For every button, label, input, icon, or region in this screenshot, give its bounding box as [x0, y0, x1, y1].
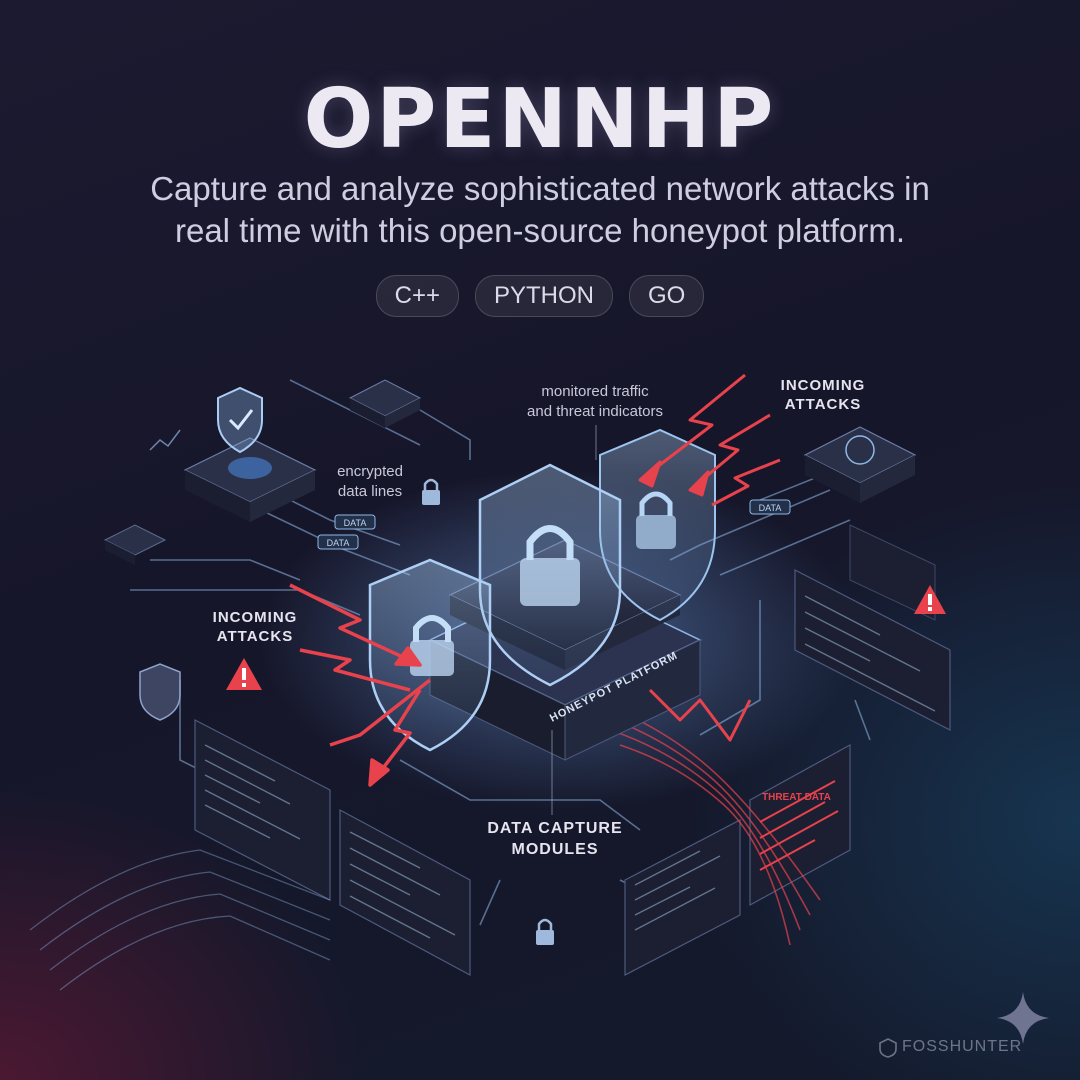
lock-icon-small-top — [422, 478, 440, 505]
tag-go: GO — [629, 275, 705, 317]
label-incoming-attacks-left: INCOMING ATTACKS — [185, 608, 325, 646]
tag-cpp: C++ — [375, 275, 459, 317]
label-incoming-right-line-2: ATTACKS — [784, 396, 862, 413]
label-encrypted-data-lines: encrypted data lines — [300, 462, 440, 502]
shield-check-icon — [217, 386, 263, 454]
label-capture-line-2: MODULES — [511, 841, 599, 858]
label-data-capture-modules: DATA CAPTURE MODULES — [470, 818, 640, 860]
data-chip-1: DATA — [334, 514, 376, 530]
label-monitored-line-2: and threat indicators — [527, 403, 663, 420]
server-node-right — [803, 426, 917, 503]
language-tags: C++ PYTHON GO — [0, 275, 1080, 317]
label-encrypted-line-1: encrypted — [337, 463, 403, 480]
page-title: OPENNHP — [303, 72, 777, 167]
label-incoming-left-line-1: INCOMING — [212, 609, 298, 626]
chart-icon — [149, 429, 181, 451]
label-incoming-left-line-2: ATTACKS — [216, 628, 294, 645]
server-node-left — [183, 437, 317, 522]
server-node-small-left — [103, 524, 167, 565]
server-node-top — [348, 379, 422, 428]
label-encrypted-line-2: data lines — [337, 483, 403, 500]
subtitle-line-2: real time with this open-source honeypot… — [174, 212, 906, 249]
data-chip-2: DATA — [317, 534, 359, 550]
label-capture-line-1: DATA CAPTURE — [487, 820, 623, 837]
subtitle-line-1: Capture and analyze sophisticated networ… — [150, 170, 930, 207]
data-chip-2-label: DATA — [327, 538, 350, 548]
label-incoming-right-line-1: INCOMING — [780, 377, 866, 394]
data-stream-red — [589, 699, 821, 946]
page-subtitle: Capture and analyze sophisticated networ… — [90, 168, 990, 252]
attack-bolts-left — [289, 583, 432, 787]
label-incoming-attacks-right: INCOMING ATTACKS — [748, 376, 898, 414]
lock-shield-icon-left — [139, 663, 181, 721]
sparkle-icon — [997, 992, 1049, 1044]
threat-data-panel — [749, 743, 851, 907]
data-chip-1-label: DATA — [344, 518, 367, 528]
attack-bolts-center — [648, 688, 752, 742]
data-chip-3-label: DATA — [759, 503, 782, 513]
lock-icon-small-bottom — [536, 918, 554, 945]
code-panel-left — [194, 719, 331, 901]
code-panel-bottom-center — [624, 819, 741, 976]
threat-data-label: THREAT DATA — [762, 792, 831, 803]
data-chip-3: DATA — [749, 499, 791, 515]
attack-bolts-right — [638, 373, 781, 507]
watermark-icon — [879, 1038, 897, 1058]
code-panel-bottom-left — [339, 808, 471, 977]
warning-icon-left — [226, 658, 262, 690]
console-panel-far-right — [849, 524, 936, 621]
watermark-text: FOSSHUNTER — [902, 1038, 1023, 1055]
data-stream-left — [29, 849, 331, 991]
warning-icon-right — [914, 585, 946, 614]
code-panel-right — [794, 569, 951, 731]
label-monitored-line-1: monitored traffic — [541, 383, 649, 400]
tag-python: PYTHON — [475, 275, 614, 317]
label-monitored-traffic: monitored traffic and threat indicators — [480, 382, 710, 422]
